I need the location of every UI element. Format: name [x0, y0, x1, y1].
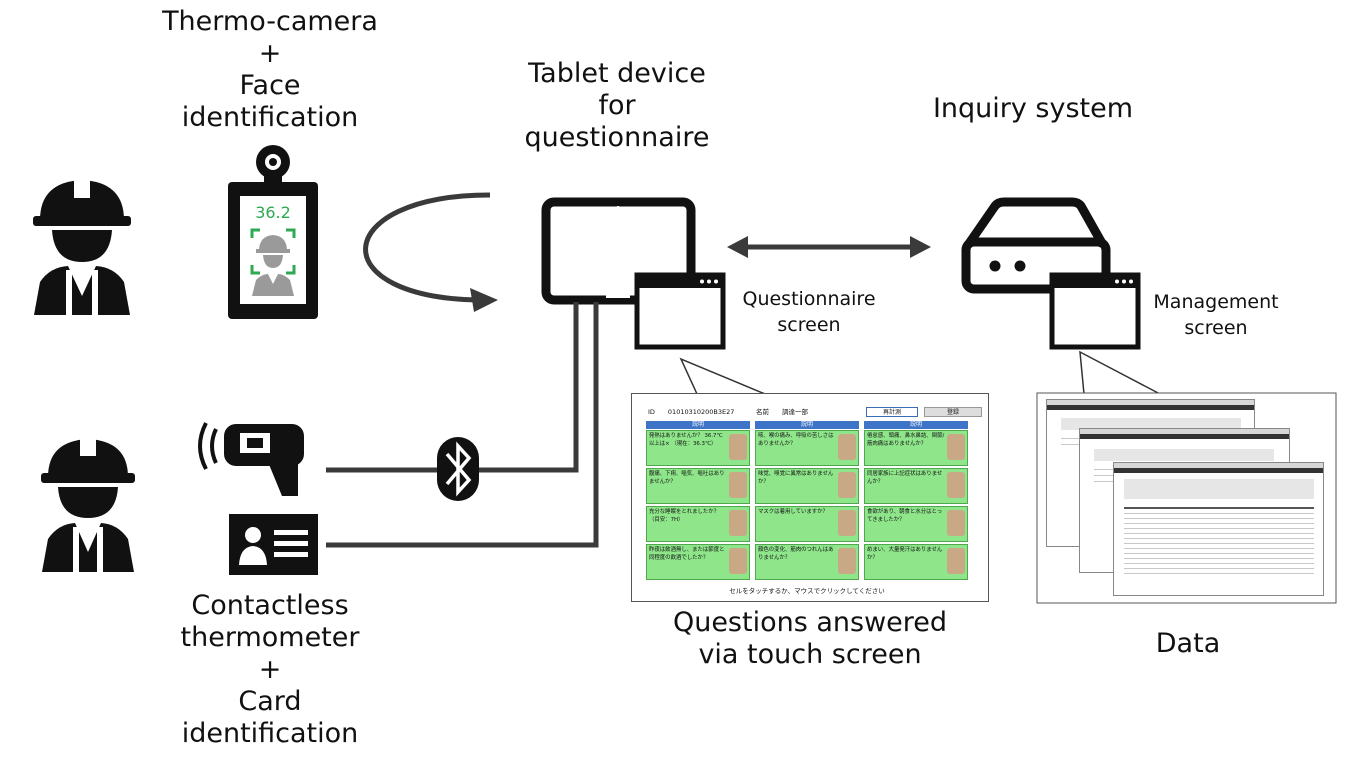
question-text: 充分な睡眠をとれましたか？（目安：7H）: [649, 509, 720, 523]
camera-loop-arrow: [363, 192, 491, 303]
illustration-icon: [947, 434, 965, 460]
temperature-readout: 36.2: [255, 203, 291, 222]
question-grid: 説明 説明 説明 発熱はありませんか？ 36.7℃以上は× （現在：36.3℃）…: [646, 421, 968, 583]
illustration-icon: [729, 434, 747, 460]
wired-connection: [326, 302, 599, 548]
bluetooth-icon: [437, 437, 479, 501]
window-icon: [1049, 272, 1141, 350]
server-icon: [961, 197, 1111, 294]
question-cell[interactable]: 咳、喉の痛み、呼吸の苦しさはありませんか？: [755, 430, 859, 466]
question-cell[interactable]: 味覚、嗅覚に異常はありませんか？: [755, 468, 859, 504]
callout-pointer: [679, 350, 1161, 395]
questions-touch-label: Questions answered via touch screen: [672, 607, 948, 670]
column-header: 説明: [755, 421, 859, 429]
question-text: マスクは着用していますか？: [758, 509, 828, 515]
illustration-icon: [838, 434, 856, 460]
illustration-icon: [729, 472, 747, 498]
question-text: 倦怠感、頭痛、鼻水鼻詰、関節/筋肉痛はありませんか？: [867, 433, 945, 447]
question-cell[interactable]: 同居家族に上記症状はありませんか？: [864, 468, 968, 504]
questionnaire-screenshot: ID 01010310200B3E27 名前 調達一部 再計測 登録 説明 説明…: [631, 393, 989, 602]
question-cell[interactable]: 倦怠感、頭痛、鼻水鼻詰、関節/筋肉痛はありませんか？: [864, 430, 968, 466]
question-cell[interactable]: マスクは着用していますか？: [755, 506, 859, 542]
worker-icon: [33, 176, 131, 315]
thermo-camera-icon: [228, 145, 318, 319]
id-card-icon: [229, 514, 318, 575]
question-text: 顔色の変化、筋肉のつれんはありませんか？: [758, 547, 834, 561]
question-cell[interactable]: 顔色の変化、筋肉のつれんはありませんか？: [755, 544, 859, 580]
tablet-label: Tablet device for questionnaire: [524, 58, 710, 153]
inquiry-system-label: Inquiry system: [932, 93, 1134, 124]
illustration-icon: [838, 510, 856, 536]
question-cell[interactable]: 充分な睡眠をとれましたか？（目安：7H）: [646, 506, 750, 542]
illustration-icon: [729, 548, 747, 574]
window-icon: [634, 272, 726, 350]
tablet-icon: [541, 197, 696, 305]
question-text: 昨夜は飲酒無し、または節度と同程度の飲酒でしたか？: [649, 547, 725, 561]
arrowhead-icon: [470, 288, 498, 312]
respondent-id: ID 01010310200B3E27: [648, 408, 735, 416]
questionnaire-screen-label: Questionnaire screen: [742, 288, 876, 336]
contactless-thermometer-label: Contactless thermometer + Card identific…: [180, 590, 360, 749]
question-text: 食欲があり、朝食と水分はとってきましたか？: [867, 509, 943, 523]
column-header: 説明: [864, 421, 968, 429]
sync-double-arrow: [727, 236, 931, 258]
management-window: [1113, 462, 1324, 596]
illustration-icon: [947, 548, 965, 574]
column-header: 説明: [646, 421, 750, 429]
question-text: 味覚、嗅覚に異常はありませんか？: [758, 471, 834, 485]
question-text: めまい、大量発汗はありませんか？: [867, 547, 943, 561]
question-cell[interactable]: 腹痛、下痢、嘔気、嘔吐はありませんか？: [646, 468, 750, 504]
data-label: Data: [1155, 628, 1221, 659]
question-cell[interactable]: 食欲があり、朝食と水分はとってきましたか？: [864, 506, 968, 542]
illustration-icon: [947, 510, 965, 536]
illustration-icon: [947, 472, 965, 498]
illustration-icon: [838, 472, 856, 498]
question-text: 腹痛、下痢、嘔気、嘔吐はありませんか？: [649, 471, 725, 485]
register-button[interactable]: 登録: [924, 407, 982, 417]
question-text: 咳、喉の痛み、呼吸の苦しさはありませんか？: [758, 433, 834, 447]
management-screen-label: Management screen: [1153, 291, 1279, 339]
illustration-icon: [838, 548, 856, 574]
thermo-camera-label: Thermo-camera + Face identification: [162, 6, 378, 133]
illustration-icon: [729, 510, 747, 536]
question-cell[interactable]: めまい、大量発汗はありませんか？: [864, 544, 968, 580]
remeasure-button[interactable]: 再計測: [866, 407, 918, 417]
respondent-name: 名前 調達一部: [756, 408, 808, 416]
question-cell[interactable]: 昨夜は飲酒無し、または節度と同程度の飲酒でしたか？: [646, 544, 750, 580]
instruction-footer: セルをタッチするか、マウスでクリックしてください: [729, 587, 885, 595]
question-cell[interactable]: 発熱はありませんか？ 36.7℃以上は× （現在：36.3℃）: [646, 430, 750, 466]
question-text: 発熱はありませんか？ 36.7℃以上は× （現在：36.3℃）: [649, 433, 723, 447]
thermometer-gun-icon: [198, 422, 304, 496]
worker-icon: [41, 436, 135, 572]
question-text: 同居家族に上記症状はありませんか？: [867, 471, 943, 485]
